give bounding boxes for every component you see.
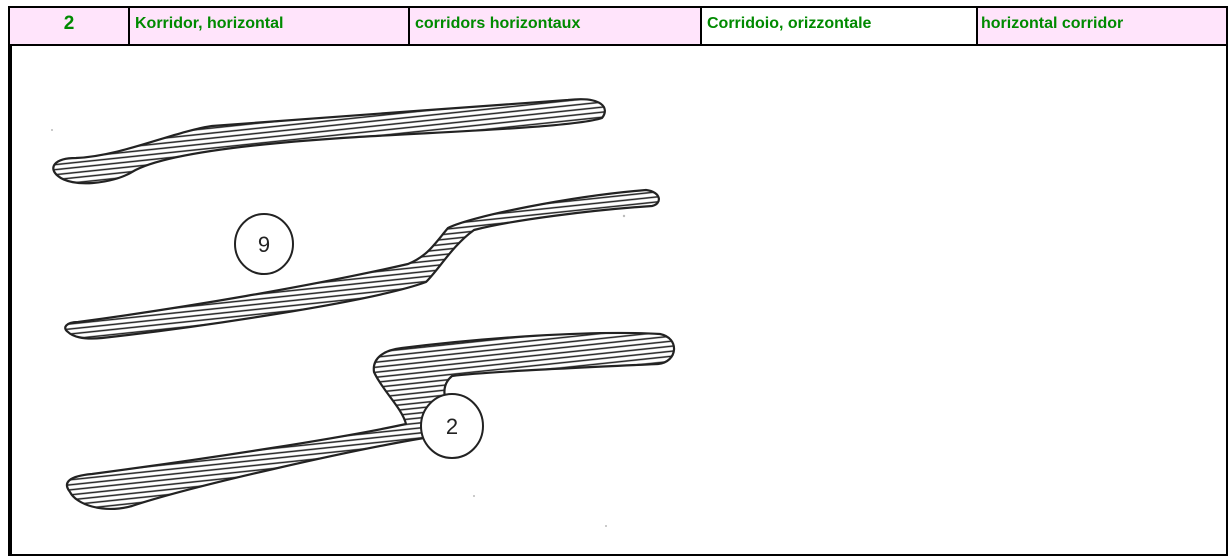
term-german: Korridor, horizontal bbox=[128, 8, 408, 44]
corridor-shape-bottom bbox=[67, 333, 674, 509]
corridor-shape-top bbox=[53, 99, 605, 183]
figure-panel: 9 2 bbox=[8, 46, 1228, 556]
corridor-entry: 2 Korridor, horizontal corridors horizon… bbox=[8, 6, 1228, 556]
term-french: corridors horizontaux bbox=[408, 8, 700, 44]
corridor-shape-middle bbox=[65, 190, 659, 339]
label-2: 2 bbox=[446, 414, 458, 439]
label-2-marker: 2 bbox=[421, 394, 483, 458]
corridor-illustration: 9 2 bbox=[12, 46, 1226, 554]
header-row: 2 Korridor, horizontal corridors horizon… bbox=[8, 6, 1228, 46]
term-english: horizontal corridor bbox=[976, 8, 1228, 44]
label-9-marker: 9 bbox=[235, 214, 293, 274]
label-9: 9 bbox=[258, 232, 270, 257]
entry-number: 2 bbox=[8, 8, 128, 44]
term-italian: Corridoio, orizzontale bbox=[700, 8, 976, 44]
